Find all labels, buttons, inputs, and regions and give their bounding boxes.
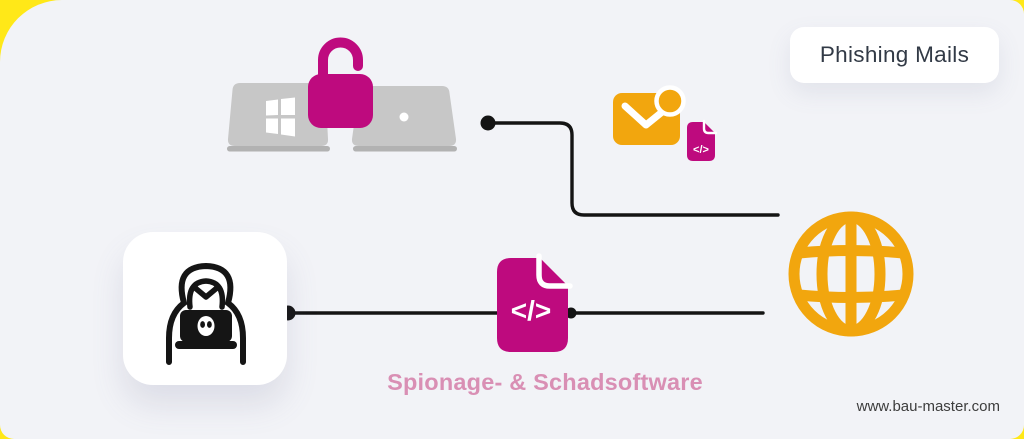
caption-label: Spionage- & Schadsoftware <box>380 369 710 396</box>
mac-logo-dot <box>399 112 409 122</box>
code-file-small-icon: </> <box>687 119 718 161</box>
connector-dot-laptop <box>480 115 496 131</box>
phishing-mail-icon: </> <box>613 85 718 161</box>
windows-logo-icon <box>266 97 295 137</box>
compromised-laptops-icon <box>227 37 457 152</box>
code-file-large-icon: </> <box>497 253 573 352</box>
file-body <box>497 258 568 352</box>
phishing-mails-text: Phishing Mails <box>819 42 970 67</box>
code-glyph-text: </> <box>511 295 551 326</box>
hacker-icon <box>166 262 246 365</box>
hacker-card <box>123 232 287 385</box>
website-credit: www.bau-master.com <box>820 398 1000 415</box>
windows-laptop-base <box>227 146 330 152</box>
notification-dot <box>654 85 686 117</box>
open-padlock-icon <box>308 37 373 128</box>
svg-text:</>: </> <box>693 144 709 156</box>
website-text: www.bau-master.com <box>856 398 1000 415</box>
mac-laptop-base <box>353 146 457 152</box>
connector-dot-file <box>565 307 577 319</box>
hacker-laptop-base <box>175 341 237 349</box>
phishing-mails-label: Phishing Mails <box>790 27 999 83</box>
hacker-hood-outline <box>166 262 246 365</box>
hacker-face-outline <box>186 278 226 310</box>
globe-icon <box>788 211 914 337</box>
connector-laptop-to-globe <box>486 121 780 217</box>
alien-face-icon <box>197 316 215 336</box>
file-fold <box>536 253 573 289</box>
envelope-flap <box>621 102 671 129</box>
hacker-hood-peak <box>191 284 221 300</box>
caption-text: Spionage- & Schadsoftware <box>387 369 703 395</box>
